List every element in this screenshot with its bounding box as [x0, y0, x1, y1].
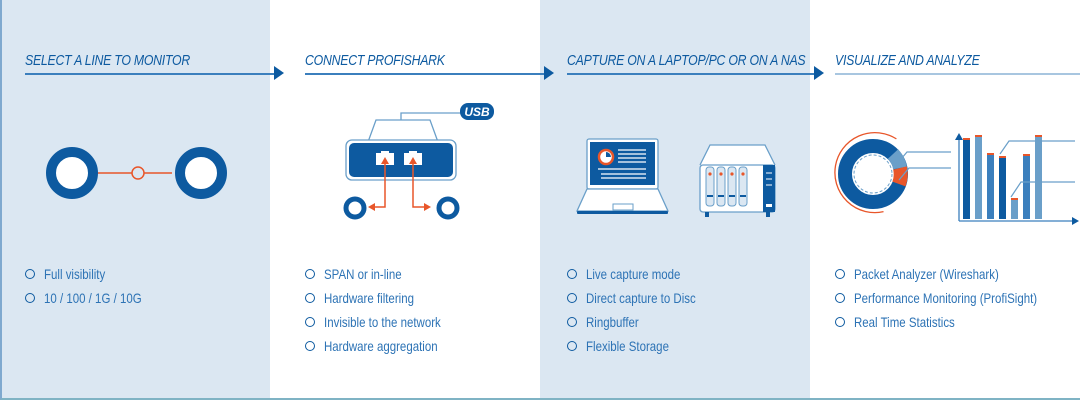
feature-label: Flexible Storage [586, 338, 669, 354]
bar-icon-bar [987, 153, 994, 219]
charts-icon [834, 132, 1079, 225]
feature-label: Invisible to the network [324, 314, 441, 330]
feature-label: Hardware aggregation [324, 338, 438, 354]
feature-item: Packet Analyzer (Wireshark) [835, 262, 1077, 286]
circle-bullet-icon [25, 293, 35, 303]
feature-label: Live capture mode [586, 266, 681, 282]
feature-item: Ringbuffer [567, 310, 720, 334]
usb-icon: USB [460, 103, 494, 120]
step-4-feature-list: Packet Analyzer (Wireshark) Performance M… [835, 262, 1077, 334]
feature-label: 10 / 100 / 1G / 10G [44, 290, 142, 306]
bar-icon-bar [1035, 135, 1042, 219]
feature-label: Real Time Statistics [854, 314, 955, 330]
bar-chart-icon [955, 133, 1079, 225]
step-1-arrow-icon [274, 66, 284, 80]
feature-item: Invisible to the network [305, 310, 466, 334]
bar-icon-cap [1023, 154, 1030, 156]
bar-icon-bar [963, 138, 970, 219]
feature-item: Flexible Storage [567, 334, 720, 358]
step-panel-1 [0, 0, 270, 400]
laptop-icon [575, 138, 670, 214]
step-2-arrow-icon [544, 66, 554, 80]
feature-label: SPAN or in-line [324, 266, 402, 282]
bar-icon-cap [963, 138, 970, 140]
step-3-title: CAPTURE ON A LAPTOP/PC OR ON A NAS [567, 52, 806, 69]
step-1-title: SELECT A LINE TO MONITOR [25, 52, 190, 69]
network-line-icon [46, 147, 227, 199]
bar-icon-bar [999, 156, 1006, 219]
circle-bullet-icon [305, 341, 315, 351]
circle-bullet-icon [305, 293, 315, 303]
feature-label: Direct capture to Disc [586, 290, 696, 306]
circle-bullet-icon [835, 293, 845, 303]
profishark-device-icon: USB [343, 103, 494, 220]
feature-item: Live capture mode [567, 262, 720, 286]
feature-label: Ringbuffer [586, 314, 639, 330]
circle-bullet-icon [567, 317, 577, 327]
step-2-connector-line [305, 73, 545, 75]
bar-icon-bar [1011, 198, 1018, 219]
circle-bullet-icon [305, 317, 315, 327]
step-3-connector-line [567, 73, 815, 75]
circle-bullet-icon [25, 269, 35, 279]
svg-text:USB: USB [464, 105, 490, 119]
feature-label: Hardware filtering [324, 290, 414, 306]
circle-bullet-icon [835, 317, 845, 327]
bar-icon-cap [975, 135, 982, 137]
circle-bullet-icon [567, 293, 577, 303]
feature-item: 10 / 100 / 1G / 10G [25, 286, 163, 310]
bar-icon-cap [1035, 135, 1042, 137]
feature-item: Direct capture to Disc [567, 286, 720, 310]
feature-label: Packet Analyzer (Wireshark) [854, 266, 999, 282]
laptop-and-nas-icon [575, 138, 776, 217]
bar-icon-bar [1023, 154, 1030, 219]
step-3-arrow-icon [814, 66, 824, 80]
donut-chart-icon [834, 132, 951, 214]
bar-icon-cap [999, 156, 1006, 158]
feature-item: Real Time Statistics [835, 310, 1077, 334]
step-4-title: VISUALIZE AND ANALYZE [835, 52, 980, 69]
feature-item: Performance Monitoring (ProfiSight) [835, 286, 1077, 310]
step-4-connector-line [835, 73, 1080, 75]
bar-icon-cap [987, 153, 994, 155]
circle-bullet-icon [567, 341, 577, 351]
feature-item: SPAN or in-line [305, 262, 466, 286]
step-panel-2 [270, 0, 540, 400]
step-2-title: CONNECT PROFISHARK [305, 52, 445, 69]
feature-label: Full visibility [44, 266, 106, 282]
circle-bullet-icon [567, 269, 577, 279]
step-1-connector-line [25, 73, 275, 75]
feature-item: Hardware aggregation [305, 334, 466, 358]
step-1-feature-list: Full visibility 10 / 100 / 1G / 10G [25, 262, 163, 310]
feature-item: Hardware filtering [305, 286, 466, 310]
bar-icon-cap [1011, 198, 1018, 200]
circle-bullet-icon [305, 269, 315, 279]
feature-item: Full visibility [25, 262, 163, 286]
circle-bullet-icon [835, 269, 845, 279]
bar-icon-bar [975, 135, 982, 219]
nas-icon [699, 144, 776, 217]
feature-label: Performance Monitoring (ProfiSight) [854, 290, 1038, 306]
